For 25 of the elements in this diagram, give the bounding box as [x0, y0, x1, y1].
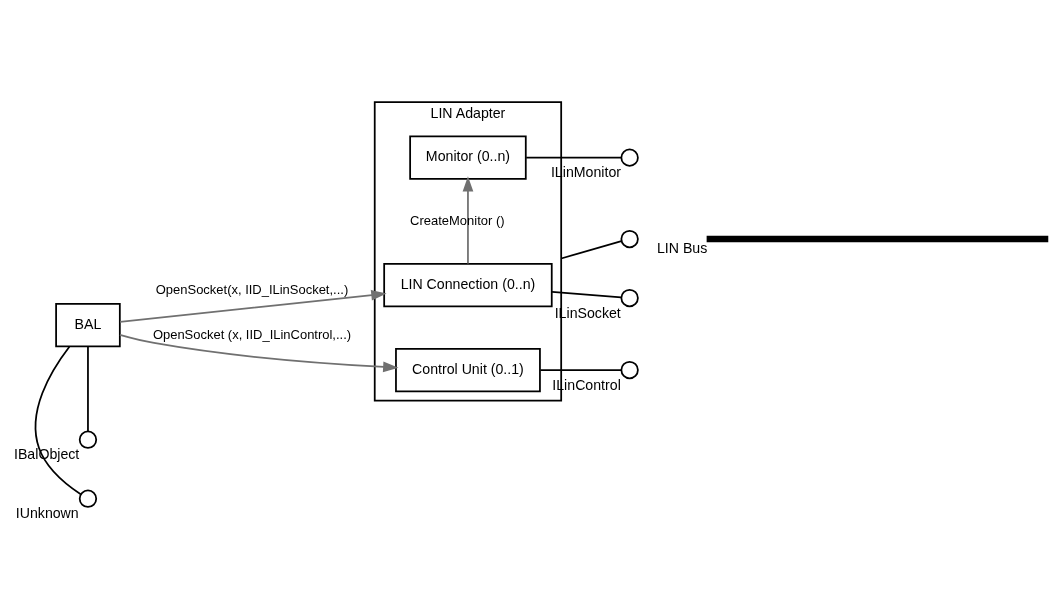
node-circle	[620, 288, 639, 307]
node-box: Control Unit (0..1)	[395, 347, 541, 392]
node-circle	[620, 360, 639, 379]
node-label: IUnknown	[15, 504, 79, 521]
arrow	[462, 175, 474, 264]
node-box: BAL	[55, 302, 121, 347]
arrow	[119, 333, 399, 372]
connector	[34, 345, 82, 495]
edge-label: OpenSocket(x, IID_ILinSocket,...)	[155, 281, 349, 297]
node-circle	[78, 430, 98, 449]
node-label: LIN Bus	[656, 239, 708, 256]
node-circle	[78, 489, 98, 508]
node-circle	[620, 148, 639, 167]
connector	[525, 156, 622, 158]
node-bar	[706, 235, 1049, 242]
connector	[551, 290, 623, 298]
node-circle	[620, 229, 639, 248]
connector	[539, 368, 622, 371]
node-box: Monitor (0..n)	[409, 135, 527, 180]
edge-label: CreateMonitor ()	[410, 212, 505, 228]
edge-label: OpenSocket (x, IID_ILinControl,...)	[152, 326, 352, 342]
connector	[87, 345, 89, 432]
arrow	[119, 289, 387, 323]
connector	[560, 239, 623, 259]
node-box: LIN Connection (0..n)	[383, 262, 553, 307]
